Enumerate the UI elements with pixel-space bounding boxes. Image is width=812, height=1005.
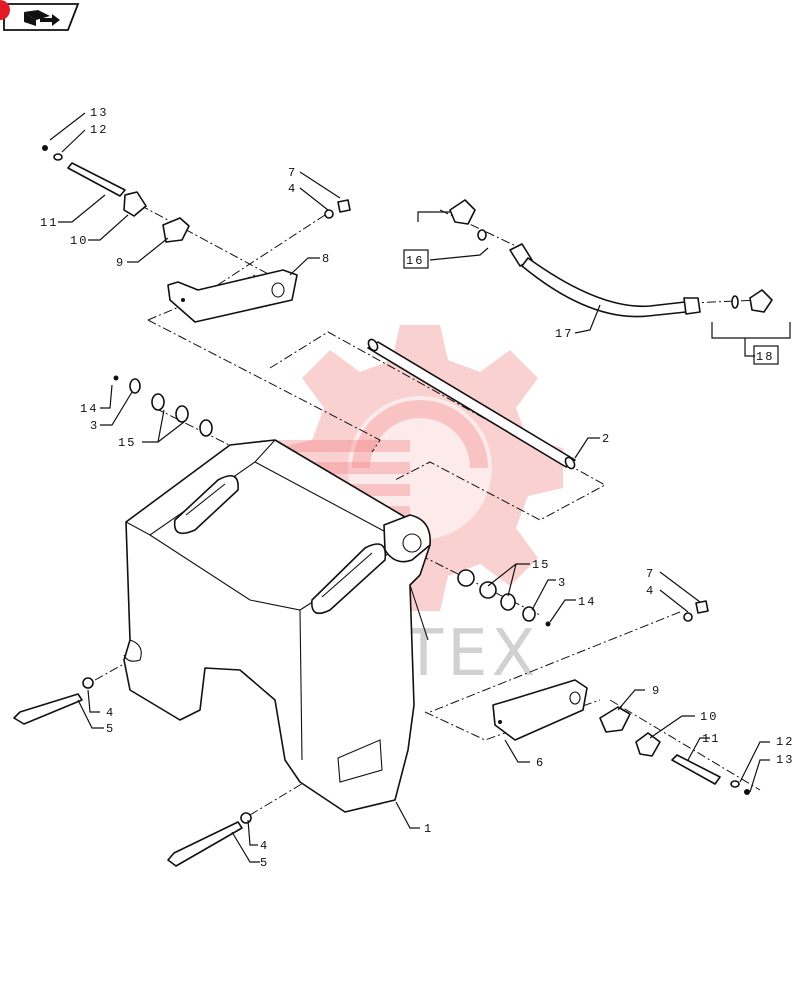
- bottom-long-bolt: [167, 812, 252, 867]
- callout-10b: 10: [700, 710, 718, 724]
- callout-4: 4: [288, 182, 297, 196]
- callout-8: 8: [322, 252, 331, 266]
- callout-9: 9: [116, 256, 125, 270]
- nav-back-button[interactable]: [3, 3, 80, 31]
- callout-5: 5: [106, 722, 115, 736]
- callout-6: 6: [536, 756, 545, 770]
- callout-4b: 4: [646, 584, 655, 598]
- leader-lines: [49, 112, 791, 863]
- callout-box-18: [753, 345, 779, 365]
- callout-13: 13: [90, 106, 108, 120]
- left-long-bolt: [13, 677, 94, 725]
- callout-13b: 13: [776, 753, 794, 767]
- callout-15b: 15: [532, 558, 550, 572]
- upper-bracket: [167, 269, 298, 323]
- callout-14b: 14: [578, 595, 596, 609]
- lower-bracket: [492, 679, 588, 741]
- callout-2: 2: [602, 432, 611, 446]
- callout-17: 17: [555, 327, 573, 341]
- callout-12b: 12: [776, 735, 794, 749]
- callout-5b: 5: [260, 856, 269, 870]
- upper-pin-stack: [42, 145, 190, 243]
- callout-3b: 3: [558, 576, 567, 590]
- left-ring-set: [113, 375, 213, 437]
- callout-7b: 7: [646, 567, 655, 581]
- callout-3: 3: [90, 419, 99, 433]
- callout-11b: 11: [702, 732, 720, 746]
- right-ring-set: [457, 569, 551, 627]
- callout-16: 16: [406, 254, 424, 268]
- callout-4d: 4: [260, 839, 269, 853]
- tank-housing: [123, 439, 431, 813]
- callout-14: 14: [80, 402, 98, 416]
- callout-4c: 4: [106, 706, 115, 720]
- callout-box-16: [403, 249, 429, 269]
- callout-10: 10: [70, 234, 88, 248]
- callout-15: 15: [118, 436, 136, 450]
- callout-labels: 13 12 11 10 9 7 4 8 16 17 18 14 3 15 2 1…: [40, 106, 794, 870]
- callout-1: 1: [424, 822, 433, 836]
- status-badge: [0, 0, 10, 20]
- callout-12: 12: [90, 123, 108, 137]
- lower-pin-stack: [599, 600, 750, 795]
- callout-7: 7: [288, 166, 297, 180]
- callout-11: 11: [40, 216, 58, 230]
- hydraulic-hose: [449, 199, 773, 318]
- callout-18: 18: [756, 350, 774, 364]
- upper-small-bolt: [324, 199, 351, 219]
- pin-rod: [367, 338, 576, 470]
- callout-9b: 9: [652, 684, 661, 698]
- book-arrow-icon: [24, 10, 60, 26]
